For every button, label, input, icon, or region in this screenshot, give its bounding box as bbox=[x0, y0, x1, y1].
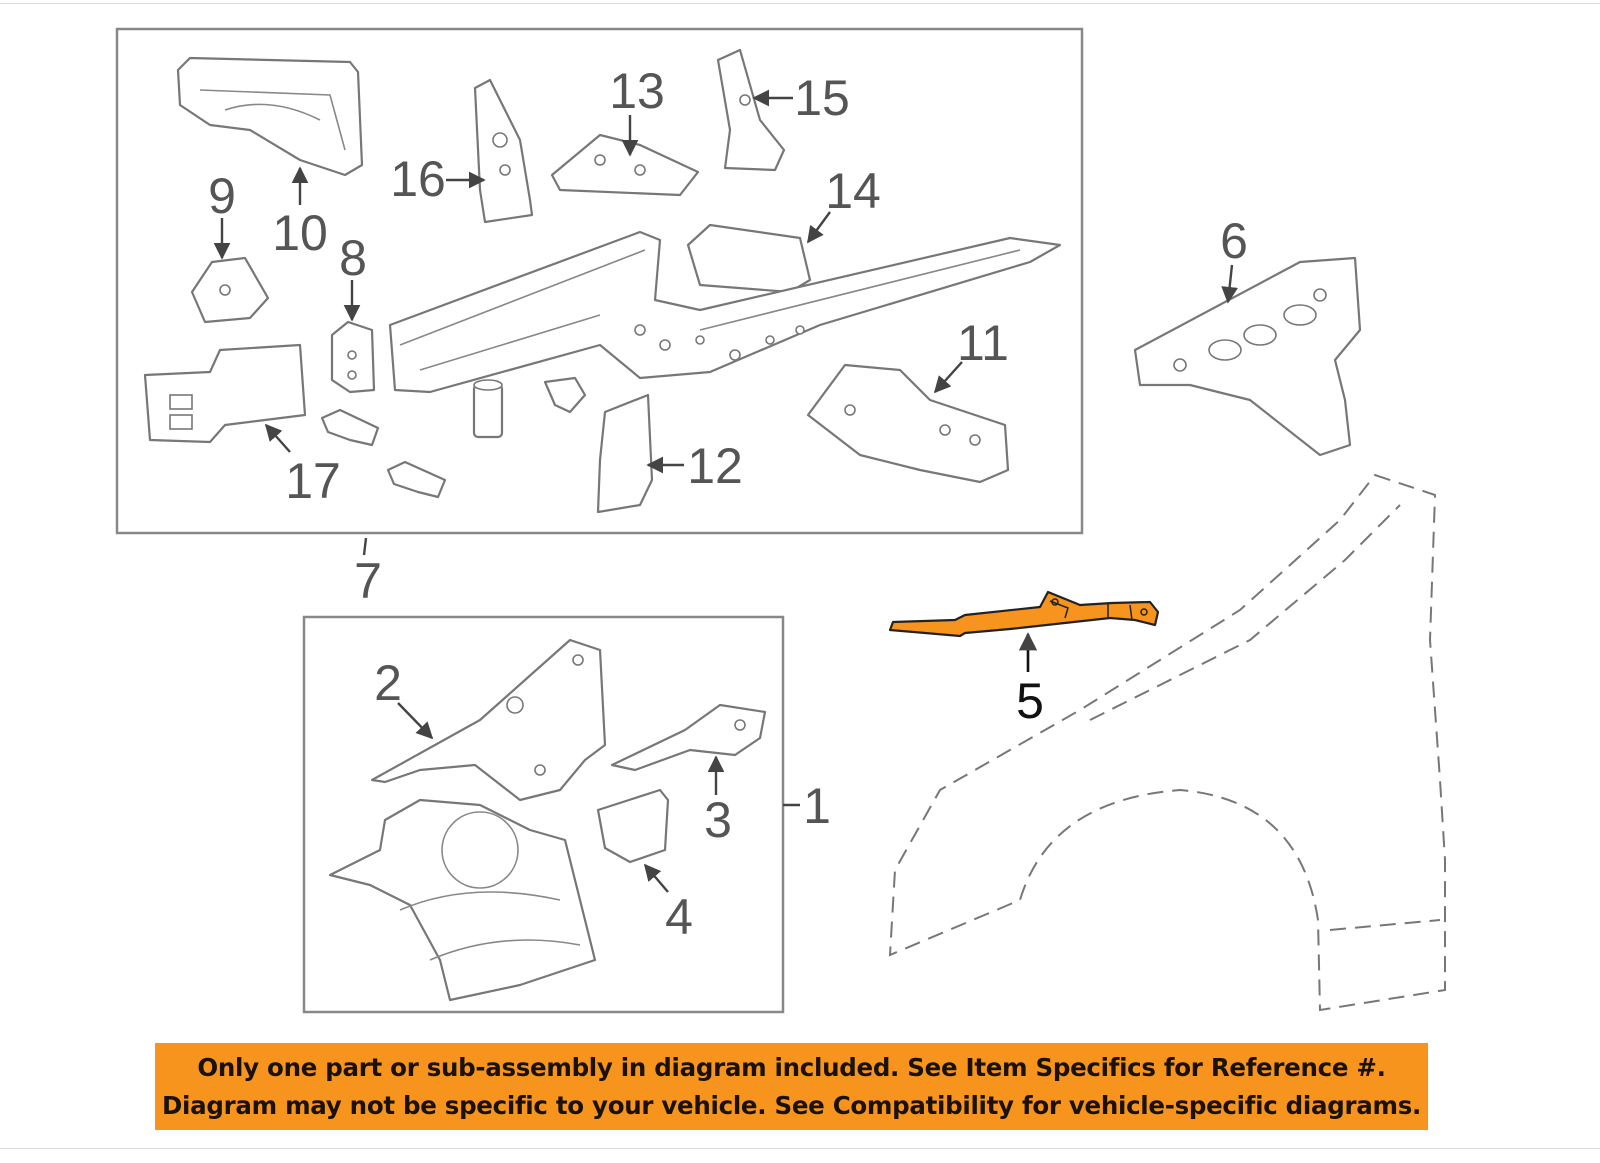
callout-13: 13 bbox=[609, 63, 665, 119]
leader-arrows bbox=[213, 89, 1238, 893]
top-divider bbox=[0, 0, 1600, 4]
callout-6: 6 bbox=[1220, 213, 1248, 269]
leader-7 bbox=[362, 537, 368, 556]
part-9[interactable] bbox=[190, 256, 270, 324]
assembly-1-box bbox=[302, 615, 785, 1014]
fender-outline bbox=[888, 473, 1446, 1012]
part-4[interactable] bbox=[596, 788, 670, 864]
bottom-divider bbox=[0, 1148, 1600, 1149]
assembly-7-box bbox=[115, 27, 1084, 535]
part-3[interactable] bbox=[610, 703, 767, 772]
callout-11: 11 bbox=[957, 315, 1009, 371]
part-12[interactable] bbox=[596, 393, 654, 514]
part-11[interactable] bbox=[806, 363, 1010, 484]
callout-7: 7 bbox=[354, 553, 382, 609]
wheelhouse-assembly[interactable] bbox=[328, 798, 597, 1002]
disclaimer-line-1: Only one part or sub-assembly in diagram… bbox=[197, 1052, 1386, 1082]
disclaimer-line-2: Diagram may not be specific to your vehi… bbox=[162, 1090, 1421, 1120]
part-15[interactable] bbox=[716, 48, 786, 172]
disclaimer-banner: Only one part or sub-assembly in diagram… bbox=[155, 1043, 1428, 1130]
collar[interactable] bbox=[472, 379, 504, 439]
callout-2: 2 bbox=[374, 655, 402, 711]
main-frame-rail[interactable] bbox=[388, 230, 1062, 394]
clip[interactable] bbox=[543, 376, 587, 414]
callout-5: 5 bbox=[1016, 673, 1044, 729]
callout-16: 16 bbox=[390, 151, 446, 207]
callout-17: 17 bbox=[285, 453, 341, 509]
part-5-highlighted[interactable] bbox=[888, 590, 1160, 638]
part-13[interactable] bbox=[550, 133, 700, 197]
callout-9: 9 bbox=[208, 168, 236, 224]
part-8[interactable] bbox=[330, 320, 376, 394]
part-6[interactable] bbox=[1133, 256, 1362, 457]
part-16[interactable] bbox=[473, 78, 534, 224]
callout-3: 3 bbox=[704, 792, 732, 848]
bolt[interactable] bbox=[320, 408, 447, 499]
callout-15: 15 bbox=[794, 70, 850, 126]
callout-8: 8 bbox=[339, 230, 367, 286]
callout-14: 14 bbox=[825, 163, 881, 219]
callout-10: 10 bbox=[272, 205, 328, 261]
callout-1: 1 bbox=[803, 778, 831, 834]
part-10[interactable] bbox=[176, 56, 364, 177]
part-17[interactable] bbox=[143, 343, 307, 444]
part-2[interactable] bbox=[370, 638, 607, 802]
part-14[interactable] bbox=[686, 223, 812, 294]
callout-4: 4 bbox=[665, 889, 693, 945]
callout-12: 12 bbox=[687, 438, 743, 494]
